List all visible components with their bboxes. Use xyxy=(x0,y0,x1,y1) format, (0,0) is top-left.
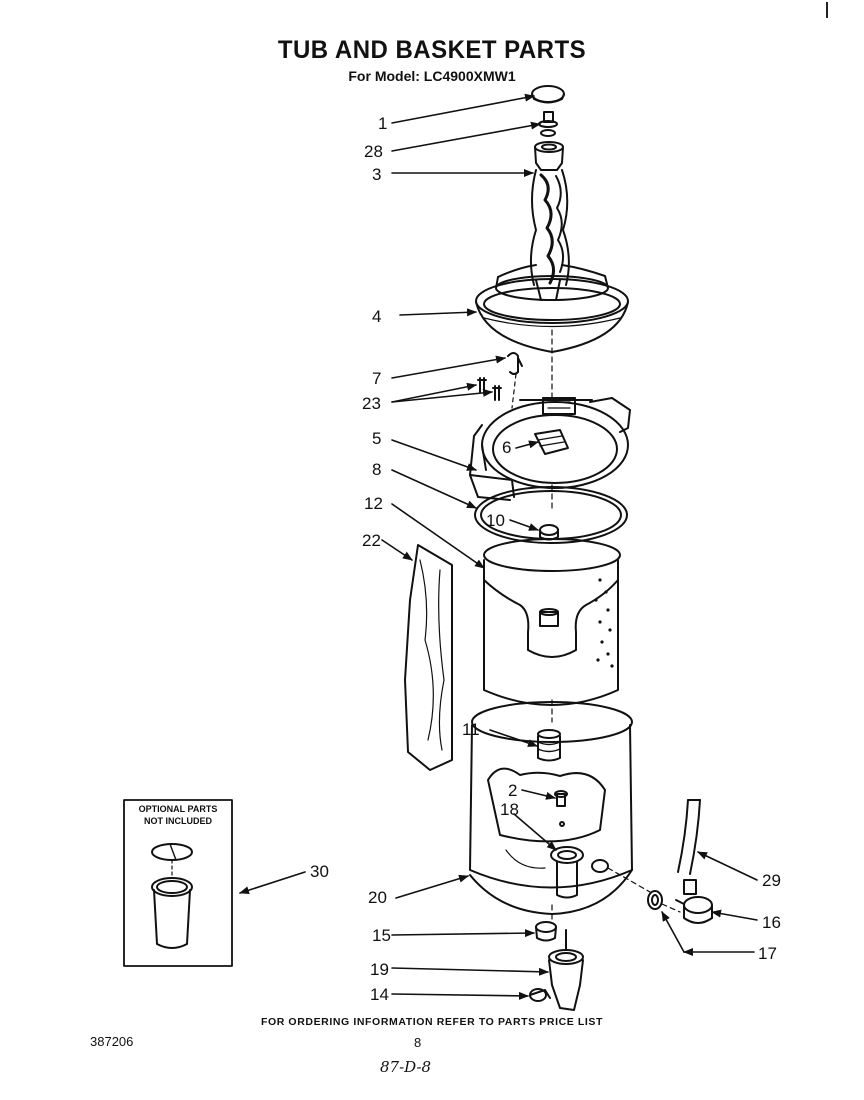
corner-mark xyxy=(826,2,828,18)
callout-3: 3 xyxy=(372,165,381,184)
callout-23: 23 xyxy=(362,394,381,413)
callout-16: 16 xyxy=(762,913,781,932)
part-12-basket xyxy=(483,538,621,706)
part-28-bolt xyxy=(538,111,558,137)
callout-10: 10 xyxy=(486,511,505,530)
part-14-clamp xyxy=(529,988,551,1002)
callout-8: 8 xyxy=(372,460,381,479)
part-2-screw xyxy=(554,790,568,827)
handwritten-note: 87-D-8 xyxy=(380,1058,432,1076)
callout-14: 14 xyxy=(370,985,389,1004)
part-22-bag xyxy=(404,544,453,771)
part-16-valve xyxy=(675,879,713,924)
document-number: 387206 xyxy=(90,1034,134,1049)
part-23-clips xyxy=(477,377,502,401)
optional-parts-subheading: NOT INCLUDED xyxy=(144,816,212,826)
callout-28: 28 xyxy=(364,142,383,161)
callout-2: 2 xyxy=(508,781,517,800)
hidden-line-clip xyxy=(511,373,517,409)
callout-5: 5 xyxy=(372,429,381,448)
callout-6: 6 xyxy=(502,438,511,457)
callout-18: 18 xyxy=(500,800,519,819)
callout-4: 4 xyxy=(372,307,381,326)
leader-lines xyxy=(239,93,758,1000)
callout-17: 17 xyxy=(758,944,777,963)
callout-12: 12 xyxy=(364,494,383,513)
optional-parts-heading: OPTIONAL PARTS xyxy=(139,804,218,814)
callout-19: 19 xyxy=(370,960,389,979)
callout-20: 20 xyxy=(368,888,387,907)
callout-11: 11 xyxy=(462,720,480,739)
part-18-seal xyxy=(550,846,584,899)
leader-17-elbow xyxy=(661,911,685,953)
part-3-agitator xyxy=(495,141,609,301)
callout-1: 1 xyxy=(378,114,387,133)
callout-7: 7 xyxy=(372,369,381,388)
page-number: 8 xyxy=(414,1035,422,1050)
callout-29: 29 xyxy=(762,871,781,890)
callout-labels: 1 28 3 4 7 23 5 6 8 10 12 22 11 2 18 30 … xyxy=(310,114,781,1004)
hidden-line-pump xyxy=(607,867,681,913)
part-19-drain-elbow xyxy=(548,929,584,1011)
callout-30: 30 xyxy=(310,862,329,881)
part-7-clip xyxy=(507,352,523,375)
part-29-hose xyxy=(677,799,701,875)
part-5-tub-ring xyxy=(469,397,631,501)
callout-22: 22 xyxy=(362,531,381,550)
part-15-grommet xyxy=(535,921,557,942)
model-subtitle: For Model: LC4900XMW1 xyxy=(348,68,516,84)
part-11-spring xyxy=(537,729,561,762)
part-17-washer xyxy=(647,890,663,910)
ordering-note: FOR ORDERING INFORMATION REFER TO PARTS … xyxy=(260,1016,604,1028)
part-1-agitator-cap xyxy=(531,85,565,104)
part-6-bracket xyxy=(534,429,569,455)
part-20-outer-tub xyxy=(469,701,633,915)
callout-15: 15 xyxy=(372,926,391,945)
part-10-nut xyxy=(539,524,559,541)
page-title: TUB AND BASKET PARTS xyxy=(277,36,587,64)
optional-parts-box: OPTIONAL PARTS NOT INCLUDED xyxy=(123,799,233,967)
